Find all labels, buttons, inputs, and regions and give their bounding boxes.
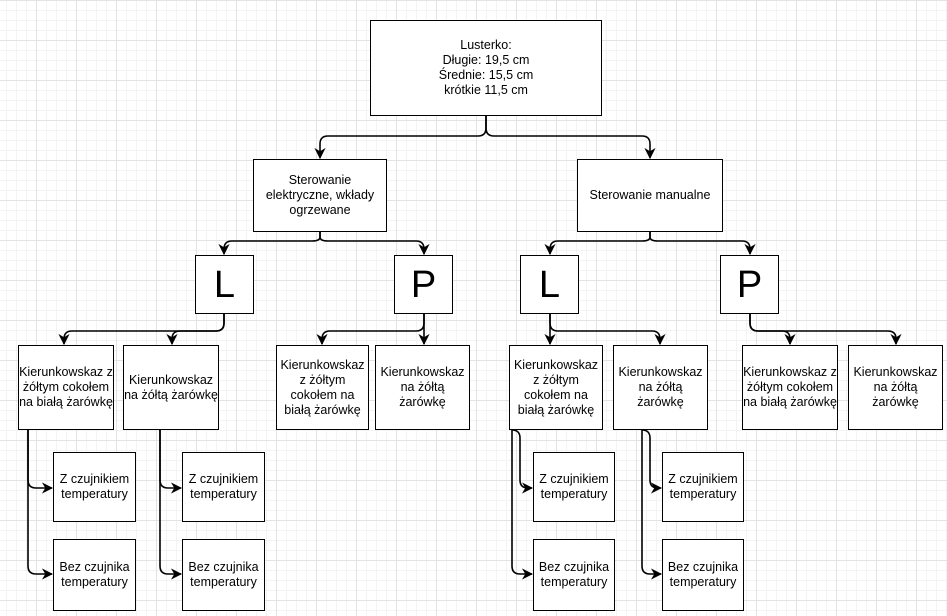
el-white-nosensor-node[interactable]: Bez czujnika temperatury (53, 539, 136, 611)
edge-el-yellow-nosensor (159, 430, 183, 580)
edge-mr-yellow (749, 314, 902, 346)
manual-right-node[interactable]: P (720, 255, 779, 314)
mr-yellow-bulb-node[interactable]: Kierunkowskaz na żółtą żarówkę (848, 345, 943, 430)
el-yellow-nosensor-node[interactable]: Bez czujnika temperatury (182, 539, 265, 611)
edge-root-manual (485, 116, 656, 160)
er-white-bulb-node[interactable]: Kierunkowskaz z żółtym cokołem na białą … (276, 345, 369, 430)
edge-er-white (316, 314, 425, 346)
edge-el-white (58, 314, 225, 346)
edge-ml-yellow-nosensor (641, 430, 663, 580)
el-yellow-sensor-node[interactable]: Z czujnikiem temperatury (182, 452, 265, 522)
ml-white-nosensor-node[interactable]: Bez czujnika temperatury (533, 539, 615, 611)
manual-control-node[interactable]: Sterowanie manualne (577, 159, 723, 232)
ml-yellow-nosensor-node[interactable]: Bez czujnika temperatury (662, 539, 744, 611)
electric-right-node[interactable]: P (394, 255, 453, 314)
ml-yellow-bulb-node[interactable]: Kierunkowskaz na żółtą żarówkę (613, 345, 708, 430)
ml-white-sensor-node[interactable]: Z czujnikiem temperatury (533, 452, 615, 522)
edge-el-yellow (166, 314, 225, 346)
ml-yellow-sensor-node[interactable]: Z czujnikiem temperatury (662, 452, 744, 522)
edge-electric-right (319, 232, 430, 256)
edge-ml-yellow-sensor (641, 429, 663, 494)
electric-control-node[interactable]: Sterowanie elektryczne, wkłady ogrzewane (253, 159, 387, 232)
electric-left-node[interactable]: L (195, 255, 254, 314)
edge-ml-yellow (549, 314, 666, 346)
edge-root-electric (314, 116, 487, 160)
edge-mr-white (749, 314, 796, 346)
el-white-bulb-node[interactable]: Kierunkowskaz z żółtym cokołem na białą … (18, 345, 114, 430)
er-yellow-bulb-node[interactable]: Kierunkowskaz na żółtą żarówkę (375, 345, 470, 430)
edge-ml-white-nosensor (511, 430, 534, 580)
edge-manual-right (649, 232, 756, 256)
el-white-sensor-node[interactable]: Z czujnikiem temperatury (53, 452, 136, 522)
el-yellow-bulb-node[interactable]: Kierunkowskaz na żółtą żarówkę (123, 345, 219, 430)
edge-el-yellow-sensor (159, 430, 183, 494)
ml-white-bulb-node[interactable]: Kierunkowskaz z żółtym cokołem na białą … (509, 345, 603, 430)
edge-el-white-sensor (27, 430, 54, 494)
edge-electric-left (218, 232, 321, 256)
edge-ml-white-sensor (511, 429, 534, 494)
mr-white-bulb-node[interactable]: Kierunkowskaz z żółtym cokołem na białą … (742, 345, 838, 430)
root-node[interactable]: Lusterko: Długie: 19,5 cm Średnie: 15,5 … (370, 20, 602, 116)
edge-manual-left (544, 232, 651, 256)
manual-left-node[interactable]: L (520, 255, 579, 314)
edge-el-white-nosensor (27, 430, 54, 580)
